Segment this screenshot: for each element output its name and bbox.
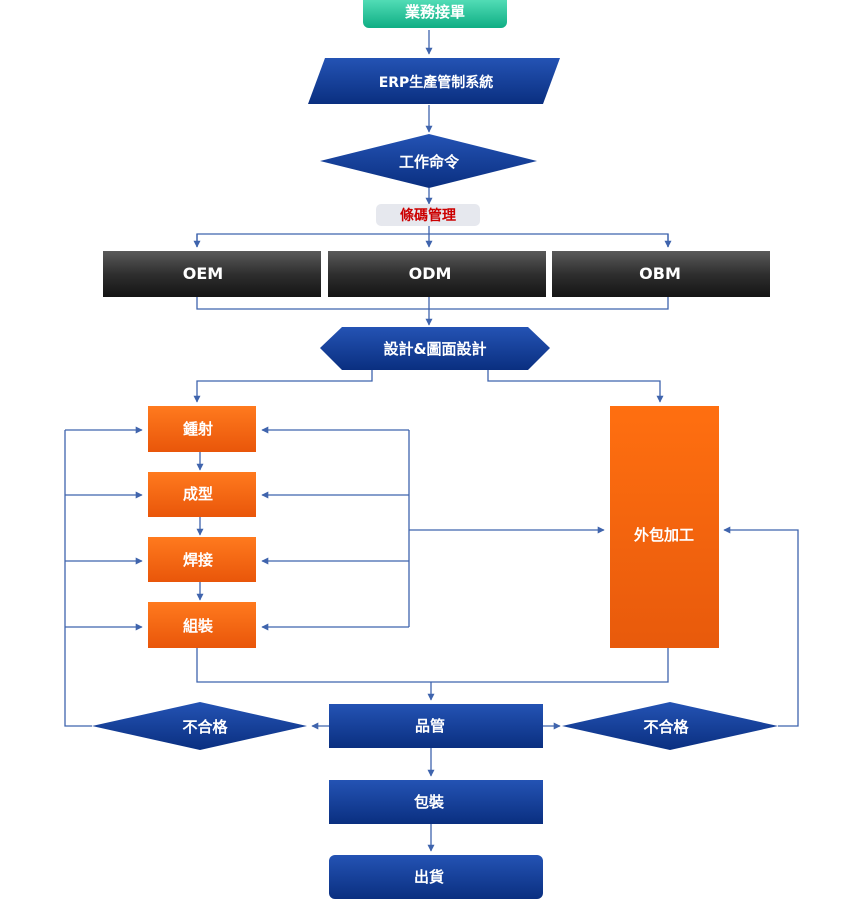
fail-left-node: 不合格	[92, 702, 307, 750]
welding-node: 焊接	[148, 537, 256, 582]
molding-node: 成型	[148, 472, 256, 517]
qc-node: 品管	[329, 704, 543, 748]
odm-node: ODM	[328, 251, 546, 297]
oem-node: OEM	[103, 251, 321, 297]
qc-label: 品管	[415, 717, 445, 735]
oem-label: OEM	[183, 264, 223, 283]
qc-merge-line	[196, 648, 669, 683]
barcode-shape	[376, 204, 480, 226]
work-order-shape	[320, 134, 537, 188]
injection-label: 鍾射	[183, 420, 213, 438]
erp-node: ERP生產管制系統	[308, 58, 560, 104]
qc-shape	[329, 704, 543, 748]
injection-node: 鍾射	[148, 406, 256, 452]
outsource-shape	[610, 406, 719, 648]
odm-shape	[328, 251, 546, 297]
barcode-distribution-line	[196, 233, 669, 247]
connectors	[64, 30, 799, 852]
assembly-label: 組裝	[183, 617, 214, 635]
design-shape	[320, 327, 550, 370]
outsource-node: 外包加工	[610, 406, 719, 648]
molding-label: 成型	[183, 485, 213, 503]
assembly-node: 組裝	[148, 602, 256, 648]
order-node: 業務接單	[363, 0, 507, 28]
arrow-design-outsource	[487, 370, 664, 403]
fail-left-label: 不合格	[182, 718, 228, 736]
work-order-node: 工作命令	[320, 134, 537, 188]
welding-label: 焊接	[183, 551, 213, 569]
obm-node: OBM	[552, 251, 770, 297]
erp-shape	[308, 58, 560, 104]
design-node: 設計&圖面設計	[320, 327, 550, 370]
shipping-shape	[329, 855, 543, 899]
welding-shape	[148, 537, 256, 582]
barcode-node: 條碼管理	[376, 204, 480, 226]
odm-label: ODM	[409, 264, 452, 283]
packing-shape	[329, 780, 543, 824]
oem-shape	[103, 251, 321, 297]
injection-shape	[148, 406, 256, 452]
order-label: 業務接單	[404, 3, 465, 21]
fail-right-node: 不合格	[562, 702, 778, 750]
order-shape	[363, 0, 507, 28]
packing-label: 包裝	[414, 793, 445, 811]
obm-label: OBM	[639, 264, 681, 283]
obm-shape	[552, 251, 770, 297]
packing-node: 包裝	[329, 780, 543, 824]
fail-right-shape	[562, 702, 778, 750]
left-bus	[64, 430, 92, 727]
erp-label: ERP生產管制系統	[379, 74, 494, 91]
barcode-label: 條碼管理	[400, 207, 456, 224]
fail-right-label: 不合格	[643, 718, 689, 736]
fail-left-shape	[92, 702, 307, 750]
merge-line	[196, 297, 669, 310]
shipping-label: 出貨	[414, 868, 444, 886]
arrow-design-injection	[193, 370, 373, 403]
molding-shape	[148, 472, 256, 517]
shipping-node: 出貨	[329, 855, 543, 899]
assembly-shape	[148, 602, 256, 648]
outsource-label: 外包加工	[633, 526, 694, 544]
work-order-label: 工作命令	[399, 153, 460, 171]
arrow-fail-right-outsource	[723, 526, 799, 727]
design-label: 設計&圖面設計	[383, 340, 486, 358]
